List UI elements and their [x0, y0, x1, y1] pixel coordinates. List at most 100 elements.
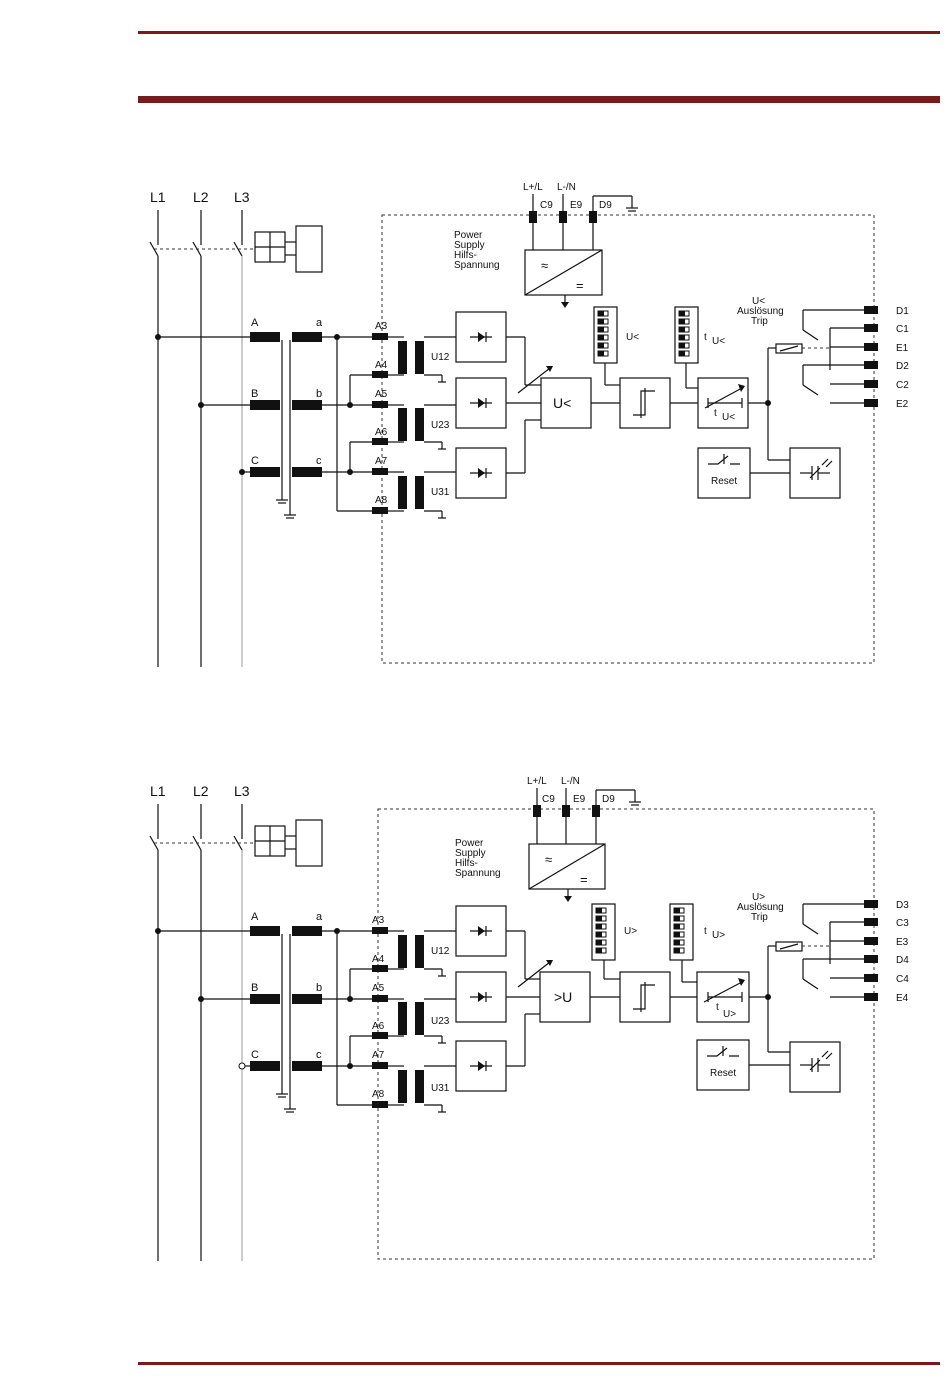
ps-label-0: Power: [455, 838, 484, 849]
terminal-a3: A3: [375, 321, 388, 332]
svg-text:≈: ≈: [545, 852, 552, 867]
pin-c9: C9: [542, 794, 555, 805]
ct-label-c: C: [251, 1049, 259, 1061]
transformer-u31: U31: [388, 471, 456, 519]
header-rule-thin: [138, 31, 940, 34]
label-l2: L2: [193, 783, 209, 799]
input-section: A3 A4 A5 A6 A7 A8 U12 U23 U31: [372, 915, 456, 1113]
out-d2: D2: [896, 361, 909, 372]
transformer-u23: U23: [388, 998, 456, 1044]
output-relay: U> Auslösung Trip D3 C3 E3 D4 C4 E4: [737, 892, 909, 1004]
out-e1: E1: [896, 343, 909, 354]
rectifiers: [455, 311, 541, 499]
label-l3: L3: [234, 189, 250, 205]
label-u23: U23: [431, 420, 450, 431]
out-c1: C1: [896, 324, 909, 335]
relay-enclosure: [381, 214, 875, 664]
ct-bank: A B C a b c: [155, 911, 372, 1113]
terminal-a3: A3: [372, 915, 385, 926]
pin-c9: C9: [540, 200, 553, 211]
rectifiers: [455, 905, 540, 1092]
terminal-l-plus: L+/L: [523, 182, 543, 193]
dip-u-label: U<: [626, 332, 639, 343]
ct-label-c: C: [251, 455, 259, 467]
label-u12: U12: [431, 352, 450, 363]
ct-label-c-sec: c: [316, 455, 322, 467]
input-section: A3 A4 A5 A6 A7 A8 U12 U23 U31: [372, 321, 456, 519]
terminal-l-plus: L+/L: [527, 776, 547, 787]
comparator-label: >U: [554, 989, 572, 1005]
timer-sub: U<: [722, 412, 735, 423]
dip-switch-u: [591, 903, 620, 980]
terminal-a4: A4: [372, 954, 385, 965]
ps-label-3: Spannung: [455, 868, 501, 879]
dip-t-sub: U>: [712, 930, 725, 941]
dip-switch-t: [669, 903, 697, 983]
ps-label-1: Supply: [455, 848, 486, 859]
dip-t-label: t: [704, 332, 707, 343]
transformer-u23: U23: [388, 404, 456, 450]
dip-t-label: t: [704, 926, 707, 937]
terminal-l-minus: L-/N: [557, 182, 576, 193]
ct-label-c-sec: c: [316, 1049, 322, 1061]
relay-enclosure: [377, 808, 875, 1260]
header-rule-thick: [138, 96, 940, 103]
terminal-a8: A8: [372, 1089, 385, 1100]
power-supply: L+/L L-/N C9 E9 D9 ≈= Power Supply Hilfs…: [455, 776, 641, 902]
out-c4: C4: [896, 974, 909, 985]
pin-d9: D9: [602, 794, 615, 805]
out-c3: C3: [896, 918, 909, 929]
ps-label-3: Spannung: [454, 260, 500, 271]
terminal-a5: A5: [375, 389, 388, 400]
out-e3: E3: [896, 937, 909, 948]
label-u31: U31: [431, 487, 450, 498]
trip-label-2: Trip: [751, 316, 768, 327]
input-terminals: [372, 927, 388, 1108]
dip-t-sub: U<: [712, 336, 725, 347]
label-u31: U31: [431, 1083, 450, 1094]
transformer-u12: U12: [388, 336, 456, 383]
label-l1: L1: [150, 189, 166, 205]
label-l1: L1: [150, 783, 166, 799]
label-l2: L2: [193, 189, 209, 205]
out-e2: E2: [896, 399, 909, 410]
terminal-a6: A6: [375, 427, 388, 438]
ps-label-1: Supply: [454, 240, 485, 251]
trip-label-0: U<: [752, 296, 765, 307]
label-u12: U12: [431, 946, 450, 957]
output-relay: U< Auslösung Trip D1 C1 E1 D2 C2 E2: [737, 296, 909, 410]
reset-section: Reset: [696, 1039, 841, 1093]
dip-u-label: U>: [624, 926, 637, 937]
trip-label-2: Trip: [751, 912, 768, 923]
reset-label: Reset: [711, 476, 737, 487]
terminal-a7: A7: [375, 456, 388, 467]
timer-t: t: [714, 408, 717, 419]
terminal-a6: A6: [372, 1021, 385, 1032]
input-terminals: [372, 333, 388, 514]
phase-lines: L1 L2 L3: [149, 189, 323, 667]
out-d3: D3: [896, 900, 909, 911]
footer-rule: [138, 1362, 940, 1365]
svg-text:=: =: [576, 278, 584, 293]
timer-t: t: [716, 1002, 719, 1013]
pin-d9: D9: [599, 200, 612, 211]
phase-lines: L1 L2 L3: [149, 783, 323, 1261]
terminal-a8: A8: [375, 495, 388, 506]
overvoltage-diagram: L1 L2 L3 A B C a b c L+/L L-/N: [149, 776, 909, 1261]
ct-label-b: B: [251, 982, 258, 994]
timer-sub: U>: [723, 1009, 736, 1020]
ct-label-b-sec: b: [316, 982, 322, 994]
trip-label-1: Auslösung: [737, 306, 784, 317]
trip-label-1: Auslösung: [737, 902, 784, 913]
out-e4: E4: [896, 993, 909, 1004]
pin-e9: E9: [570, 200, 583, 211]
out-c2: C2: [896, 380, 909, 391]
transformer-u12: U12: [388, 930, 456, 977]
comparator-label: U<: [553, 395, 571, 411]
pin-e9: E9: [573, 794, 586, 805]
out-d1: D1: [896, 306, 909, 317]
processing-chain: >U U> t U> t: [517, 903, 790, 1053]
ps-label-0: Power: [454, 230, 483, 241]
terminal-a5: A5: [372, 983, 385, 994]
reset-label: Reset: [710, 1068, 736, 1079]
